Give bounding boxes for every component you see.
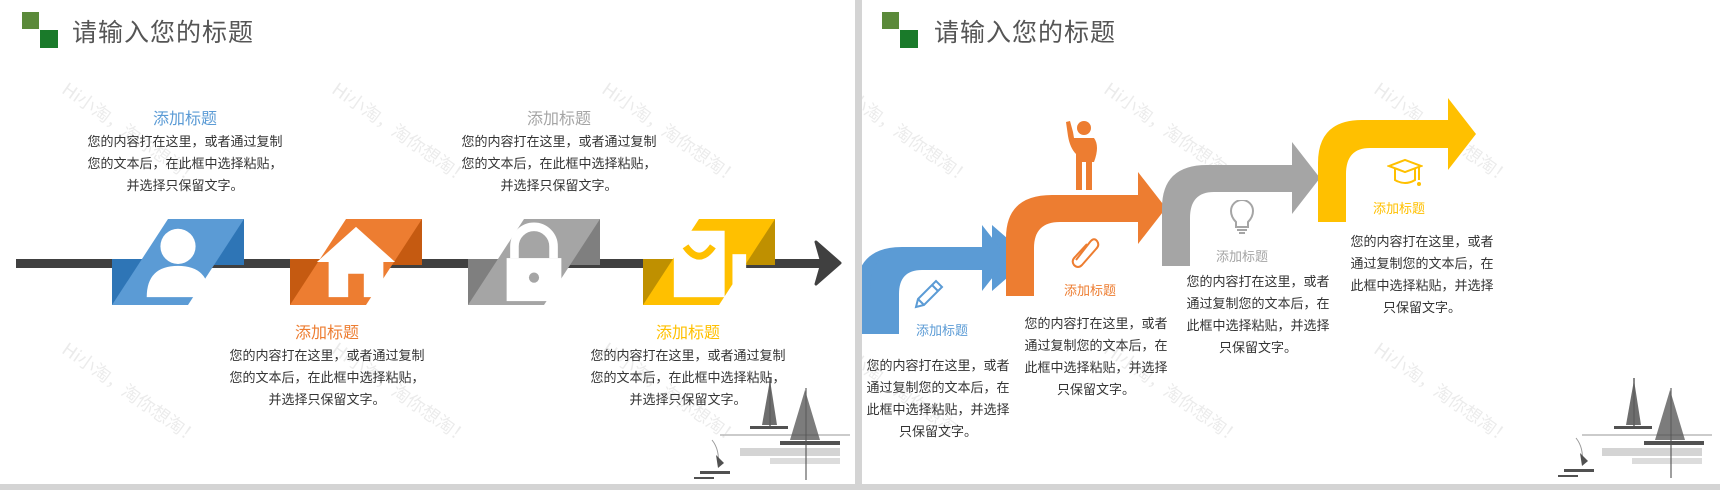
slide-title: 请输入您的标题 xyxy=(72,18,255,47)
ink-sailboat-painting xyxy=(1558,378,1712,478)
logo-squares xyxy=(22,12,58,48)
step-body-line: 您的内容打在这里，或者 xyxy=(1186,275,1330,290)
step-body-line: 此框中选择粘贴，并选择 xyxy=(1186,319,1330,334)
timeline-body-line: 并选择只保留文字。 xyxy=(126,179,244,194)
timeline-heading: 添加标题 xyxy=(526,109,591,128)
step-body-line: 只保留文字。 xyxy=(1218,341,1297,356)
ink-sailboat-painting xyxy=(694,378,850,480)
timeline-body-line: 您的文本后，在此框中选择粘贴， xyxy=(461,157,657,172)
lightbulb-icon xyxy=(1230,200,1254,234)
timeline-body-line: 您的文本后，在此框中选择粘贴， xyxy=(590,371,786,386)
timeline-body-line: 并选择只保留文字。 xyxy=(629,393,747,408)
step-arrow-4 xyxy=(1318,98,1476,222)
timeline-text-3: 添加标题 您的内容打在这里，或者通过复制 您的文本后，在此框中选择粘贴， 并选择… xyxy=(444,108,674,198)
step-body-line: 通过复制您的文本后，在 xyxy=(1024,339,1168,354)
timeline-ribbon-1 xyxy=(112,219,244,305)
watermark: Hi小淘，淘你想淘！ xyxy=(57,339,204,450)
slide-timeline: 请输入您的标题 Hi小淘，淘你想淘！ Hi小淘，淘你想淘！ Hi小淘，淘你想淘！… xyxy=(0,0,855,484)
step-body-4: 您的内容打在这里，或者 通过复制您的文本后，在 此框中选择粘贴，并选择 只保留文… xyxy=(1332,232,1512,320)
shopping-bag-icon xyxy=(673,230,747,298)
logo-squares xyxy=(882,12,918,48)
step-body-line: 此框中选择粘贴，并选择 xyxy=(1350,279,1494,294)
step-body-line: 您的内容打在这里，或者 xyxy=(866,359,1010,374)
step-arrow-3 xyxy=(1162,142,1320,266)
step-arrows-svg xyxy=(870,98,1476,334)
timeline-body-line: 您的内容打在这里，或者通过复制 xyxy=(87,135,283,150)
timeline-heading: 添加标题 xyxy=(294,323,359,342)
timeline-arrowhead-icon xyxy=(814,240,842,286)
user-icon xyxy=(146,228,210,298)
step-body-line: 通过复制您的文本后，在 xyxy=(1350,257,1494,272)
timeline-heading: 添加标题 xyxy=(655,323,720,342)
step-body-line: 您的内容打在这里，或者 xyxy=(1024,317,1168,332)
step-body-line: 只保留文字。 xyxy=(1382,301,1461,316)
timeline-text-1: 添加标题 您的内容打在这里，或者通过复制 您的文本后，在此框中选择粘贴， 并选择… xyxy=(70,108,300,198)
timeline-body-line: 并选择只保留文字。 xyxy=(268,393,386,408)
timeline-heading: 添加标题 xyxy=(152,109,217,128)
step-body-1: 您的内容打在这里，或者 通过复制您的文本后，在 此框中选择粘贴，并选择 只保留文… xyxy=(862,356,1028,444)
timeline-ribbon-4 xyxy=(643,219,775,305)
step-body-line: 通过复制您的文本后，在 xyxy=(866,381,1010,396)
step-body-line: 只保留文字。 xyxy=(1056,383,1135,398)
step-body-3: 您的内容打在这里，或者 通过复制您的文本后，在 此框中选择粘贴，并选择 只保留文… xyxy=(1168,272,1348,360)
person-waving-icon xyxy=(1066,121,1097,190)
timeline-text-4: 添加标题 您的内容打在这里，或者通过复制 您的文本后，在此框中选择粘贴， 并选择… xyxy=(573,322,803,412)
timeline-body-line: 您的文本后，在此框中选择粘贴， xyxy=(229,371,425,386)
timeline-body-line: 您的内容打在这里，或者通过复制 xyxy=(461,135,657,150)
step-arrow-1 xyxy=(870,225,1008,334)
step-heading-2: 添加标题 xyxy=(1063,284,1116,299)
step-body-line: 此框中选择粘贴，并选择 xyxy=(866,403,1010,418)
timeline-body-line: 您的内容打在这里，或者通过复制 xyxy=(590,349,786,364)
step-body-line: 您的内容打在这里，或者 xyxy=(1350,235,1494,250)
step-body-line: 通过复制您的文本后，在 xyxy=(1186,297,1330,312)
home-icon xyxy=(316,226,396,298)
timeline-body-line: 您的内容打在这里，或者通过复制 xyxy=(229,349,425,364)
step-body-line: 此框中选择粘贴，并选择 xyxy=(1024,361,1168,376)
slide-title: 请输入您的标题 xyxy=(934,18,1117,47)
timeline-text-2: 添加标题 您的内容打在这里，或者通过复制 您的文本后，在此框中选择粘贴， 并选择… xyxy=(212,322,442,412)
timeline-body-line: 并选择只保留文字。 xyxy=(500,179,618,194)
lock-icon xyxy=(506,222,562,302)
step-heading-4: 添加标题 xyxy=(1372,202,1425,217)
graduation-cap-icon xyxy=(1387,158,1423,186)
step-heading-3: 添加标题 xyxy=(1215,250,1268,265)
step-body-2: 您的内容打在这里，或者 通过复制您的文本后，在 此框中选择粘贴，并选择 只保留文… xyxy=(1006,314,1186,402)
pencil-icon xyxy=(914,279,944,309)
slide-steps: 请输入您的标题 Hi小淘，淘你想淘！ Hi小淘，淘你想淘！ Hi小淘，淘你想淘！… xyxy=(862,0,1720,484)
timeline-ribbon-2 xyxy=(290,219,422,305)
timeline-body-line: 您的文本后，在此框中选择粘贴， xyxy=(87,157,283,172)
paperclip-icon xyxy=(1071,238,1100,268)
step-arrow-2 xyxy=(1006,172,1166,296)
step-heading-1: 添加标题 xyxy=(915,324,968,339)
step-body-line: 只保留文字。 xyxy=(898,425,977,440)
timeline-ribbon-3 xyxy=(468,219,600,305)
